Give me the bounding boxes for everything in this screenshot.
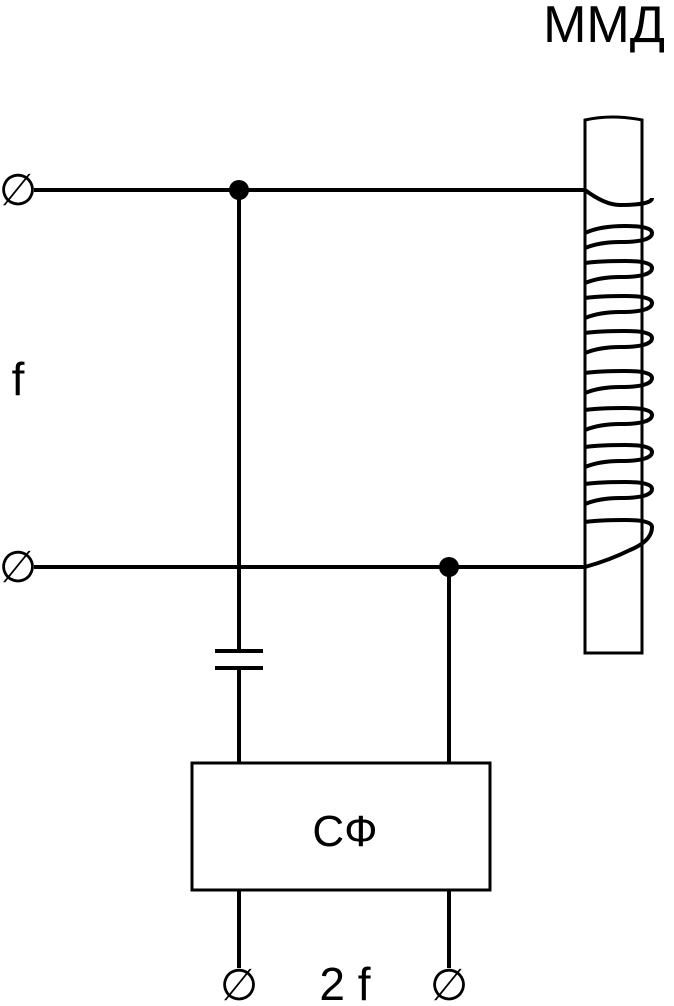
terminal-icon: ∅ [430,961,468,1006]
junction-dot-icon [229,180,249,200]
output-frequency-label: 2 f [319,958,370,1006]
filter-label: СФ [312,807,377,856]
terminal-icon: ∅ [0,166,37,215]
core-label: ММД [543,0,665,54]
filter-box [190,761,492,892]
terminal-icon: ∅ [220,961,258,1006]
terminal-icon: ∅ [0,543,37,592]
junction-dot-icon [439,557,459,577]
coil-icon [583,188,655,569]
input-frequency-label: f [12,353,25,405]
magnetic-core-rod [583,115,644,655]
capacitor-icon [215,649,263,670]
